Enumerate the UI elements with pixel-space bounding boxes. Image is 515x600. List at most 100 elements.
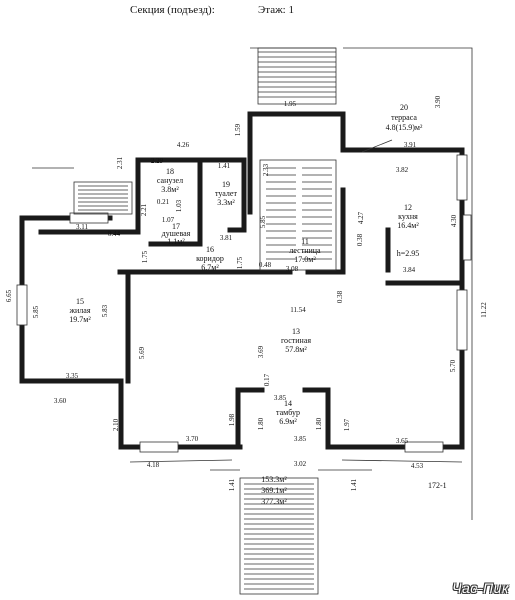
dimension-label: 1.95 [284,100,297,108]
svg-text:369.1м²: 369.1м² [261,486,287,495]
svg-text:тамбур: тамбур [276,408,300,417]
terrace-outline [32,47,473,520]
dimension-label: 0.38 [336,290,344,303]
svg-text:16.4м²: 16.4м² [397,221,419,230]
dimension-label: 3.85 [294,435,307,443]
dimension-label: 3.11 [76,223,88,231]
svg-text:3.8м²: 3.8м² [161,185,179,194]
dimension-label: 2.31 [116,156,124,169]
dimension-label: 6.65 [5,289,13,302]
dimension-label: 3.85 [274,394,287,402]
dimension-label: 3.84 [403,266,416,274]
dimension-label: 3.35 [66,372,79,380]
svg-text:лестница: лестница [289,246,321,255]
dimension-label: 3.81 [220,234,233,242]
svg-text:16: 16 [206,245,214,254]
svg-text:15: 15 [76,297,84,306]
svg-text:14: 14 [284,399,292,408]
svg-text:11: 11 [301,237,309,246]
svg-text:19: 19 [222,180,230,189]
svg-text:377.3м²: 377.3м² [261,497,287,506]
svg-text:18: 18 [166,167,174,176]
svg-text:гостиная: гостиная [281,336,311,345]
dimension-label: 3.82 [396,166,409,174]
room-label-20: 20 терраса 4.8(15.9)м² [386,103,423,132]
dimension-label: 1.98 [228,413,236,426]
svg-text:13: 13 [292,327,300,336]
dimension-labels: 4.26 1.59 1.95 3.90 2.31 2.29 1.41 2.33 3.91 3.82… [5,95,488,491]
svg-text:4.8(15.9)м²: 4.8(15.9)м² [386,123,423,132]
windows [16,154,472,453]
svg-text:1.1м²: 1.1м² [167,237,185,246]
dimension-label: 3.70 [186,435,199,443]
dimension-label: 4.53 [411,462,424,470]
watermark-logo: Час-Пик [452,580,509,596]
dimension-label: 3.60 [54,397,67,405]
svg-text:жилая: жилая [68,306,90,315]
dimension-label: 3.91 [404,141,417,149]
room-label-17: 17 душевая 1.1м² [162,222,191,246]
dimension-label: 1.07 [162,216,175,224]
svg-text:туалет: туалет [215,189,237,198]
dimension-label: 0.21 [157,198,170,206]
dimension-label: 3.69 [257,345,265,358]
dimension-label: 1.41 [218,162,231,170]
dimension-label: 1.41 [228,478,236,491]
dimension-label: 5.85 [32,305,40,318]
dimension-label: 3.08 [286,265,299,273]
dimension-label: 0.44 [108,230,121,238]
dimension-label: 1.75 [141,250,149,263]
svg-text:12: 12 [404,203,412,212]
staircases [73,47,337,595]
dimension-label: 2.33 [262,163,270,176]
svg-text:коридор: коридор [196,254,224,263]
svg-text:терраса: терраса [391,113,417,122]
svg-text:душевая: душевая [162,229,191,238]
svg-text:6.9м²: 6.9м² [279,417,297,426]
dimension-label: 0.17 [263,373,271,386]
room-label-14: 14 тамбур 6.9м² [276,399,300,426]
ceiling-height: h=2.95 [397,249,420,258]
dimension-label: 11.22 [480,302,488,318]
dimension-label: 3.02 [294,460,307,468]
dimension-label: 2.10 [112,418,120,431]
dimension-label: 4.26 [177,141,190,149]
dimension-label: 1.75 [236,256,244,269]
svg-text:6.7м²: 6.7м² [201,263,219,272]
svg-text:20: 20 [400,103,408,112]
dimension-label: 3.65 [396,437,409,445]
svg-text:кухня: кухня [398,212,418,221]
dimension-label: 5.85 [259,215,267,228]
dimension-label: 0.38 [356,233,364,246]
dimension-label: 2.29 [151,157,164,165]
dimension-label: 4.18 [147,461,160,469]
section-label: Секция (подъезд): [130,4,215,16]
dimension-label: 11.54 [290,306,306,314]
svg-text:17: 17 [172,222,180,231]
svg-text:19.7м²: 19.7м² [69,315,91,324]
dimension-label: 3.90 [434,95,442,108]
svg-text:153.3м²: 153.3м² [261,475,287,484]
total-areas: 153.3м² 369.1м² 377.3м² [261,475,287,506]
plan-code: 172-1 [428,481,447,490]
dimension-label: 1.80 [257,417,265,430]
dimension-label: 1.59 [234,123,242,136]
room-label-12: 12 кухня 16.4м² h=2.95 [397,203,420,258]
dimension-label: 1.97 [343,418,351,431]
dimension-label: 4.30 [450,214,458,227]
svg-text:3.3м²: 3.3м² [217,198,235,207]
dimension-label: 4.27 [357,211,365,224]
interior-walls [117,157,391,450]
svg-text:57.8м²: 57.8м² [285,345,307,354]
dimension-label: 1.80 [315,417,323,430]
dimension-label: 5.70 [449,359,457,372]
room-label-13: 13 гостиная 57.8м² [281,327,311,354]
svg-text:санузел: санузел [157,176,183,185]
room-label-19: 19 туалет 3.3м² [215,180,237,207]
dimension-label: 2.21 [140,203,148,216]
room-label-16: 16 коридор 6.7м² [196,245,224,272]
svg-text:17.0м²: 17.0м² [294,255,316,264]
room-label-18: 18 санузел 3.8м² [157,167,183,194]
floor-label: Этаж: 1 [258,4,294,16]
